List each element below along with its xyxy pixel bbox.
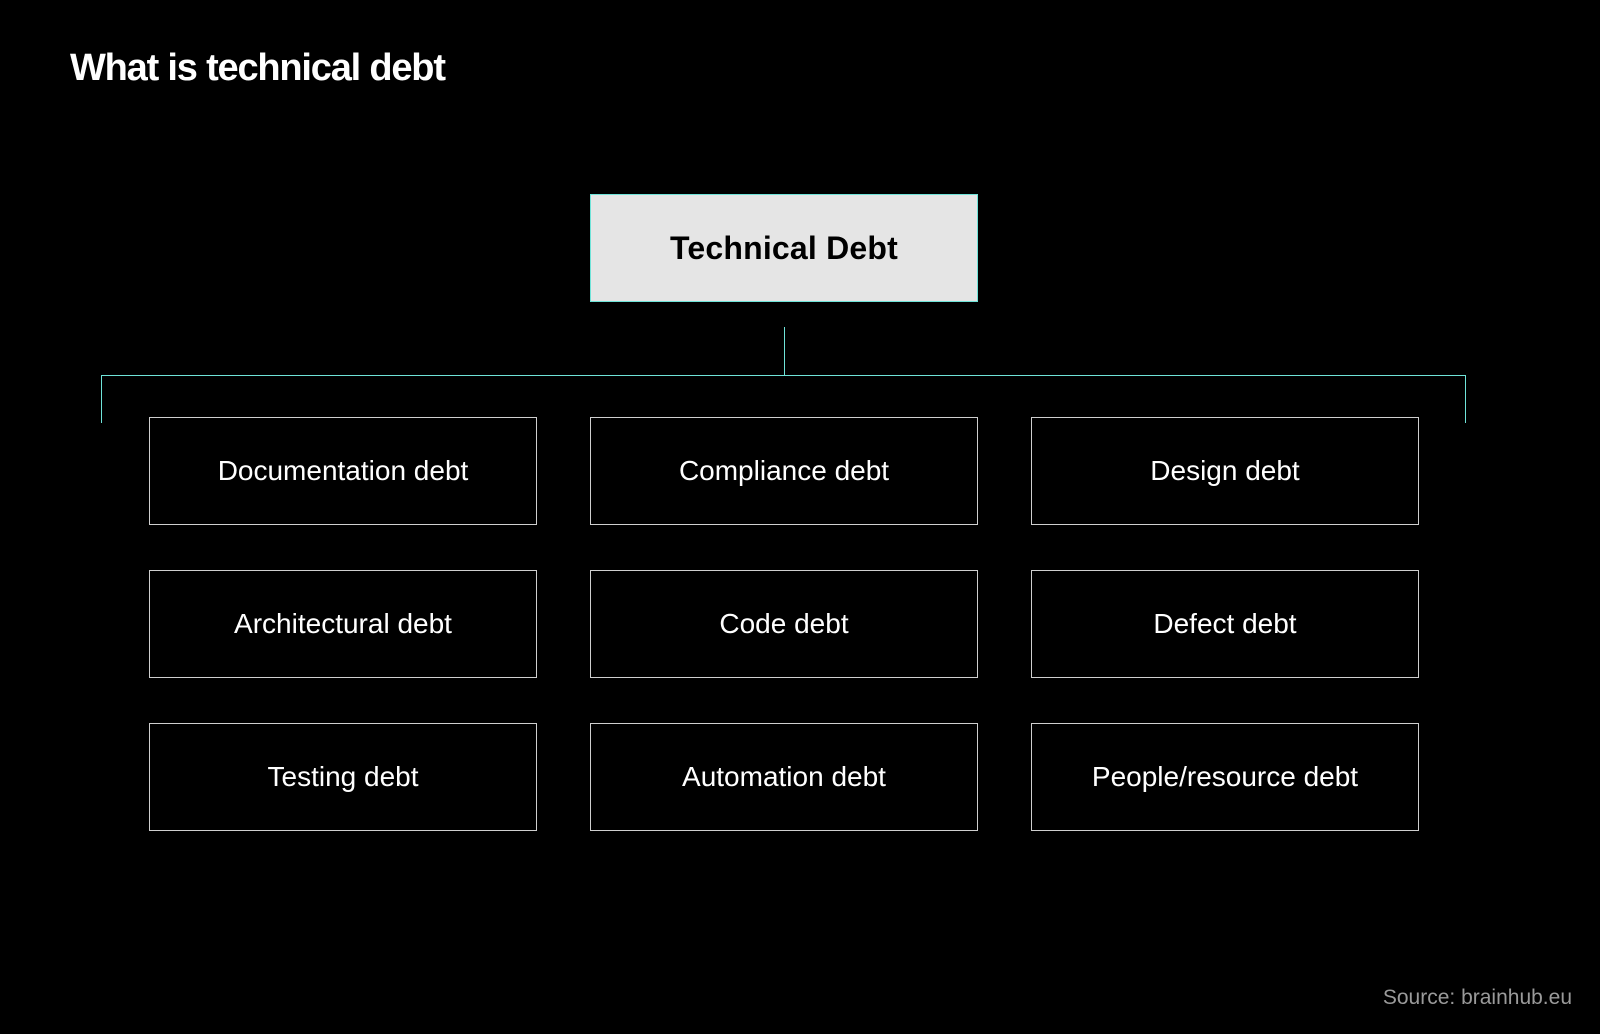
node-label: Documentation debt xyxy=(217,455,469,486)
node-architectural-debt: Architectural debt xyxy=(149,570,537,678)
node-testing-debt: Testing debt xyxy=(149,723,537,831)
page-title: What is technical debt xyxy=(70,47,446,89)
connector-vertical-left xyxy=(101,375,102,423)
node-label: Code debt xyxy=(719,608,849,639)
node-label: Compliance debt xyxy=(678,455,890,486)
node-label: Defect debt xyxy=(1153,608,1297,639)
node-label: Design debt xyxy=(1150,455,1300,486)
connector-horizontal xyxy=(101,375,1466,376)
source-caption: Source: brainhub.eu xyxy=(1382,986,1572,1009)
node-compliance-debt: Compliance debt xyxy=(590,417,978,525)
root-node-technical-debt: Technical Debt xyxy=(590,194,978,302)
connector-vertical-right xyxy=(1465,375,1466,423)
node-label: Architectural debt xyxy=(234,608,452,639)
connector-vertical-main xyxy=(784,327,785,375)
node-people-resource-debt: People/resource debt xyxy=(1031,723,1419,831)
node-code-debt: Code debt xyxy=(590,570,978,678)
node-design-debt: Design debt xyxy=(1031,417,1419,525)
root-node-label: Technical Debt xyxy=(669,229,899,266)
node-automation-debt: Automation debt xyxy=(590,723,978,831)
node-label: Automation debt xyxy=(682,761,886,792)
node-label: Testing debt xyxy=(267,761,419,792)
node-documentation-debt: Documentation debt xyxy=(149,417,537,525)
node-defect-debt: Defect debt xyxy=(1031,570,1419,678)
node-label: People/resource debt xyxy=(1091,761,1359,792)
